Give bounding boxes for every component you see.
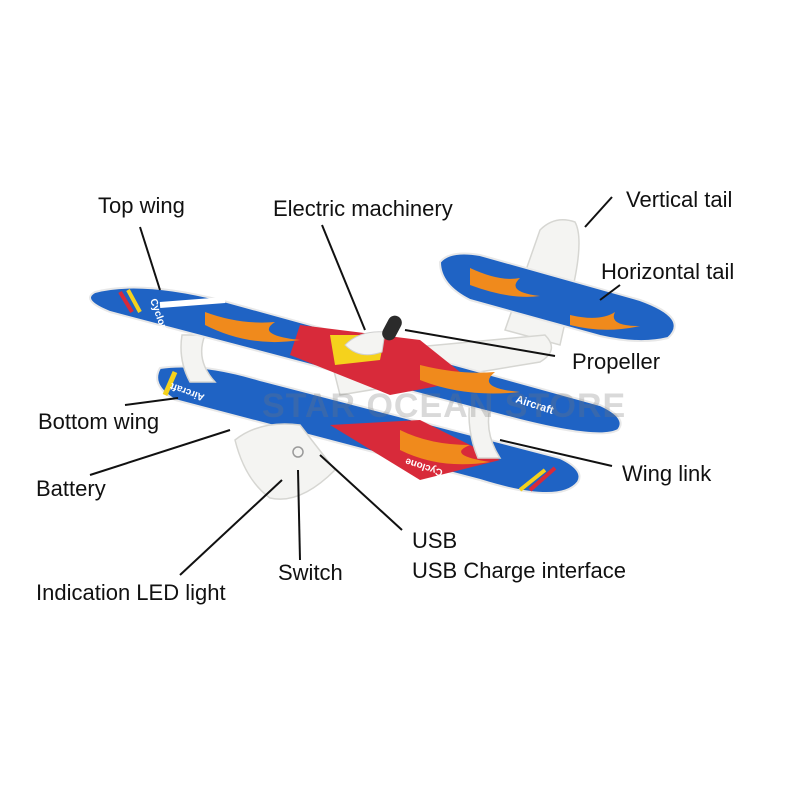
label-usb: USB xyxy=(412,528,458,553)
leader-horizontal-tail xyxy=(599,284,621,301)
horizontal-tail-flame xyxy=(470,268,540,297)
label-wing-link: Wing link xyxy=(622,461,712,486)
label-switch: Switch xyxy=(278,560,343,585)
bottom-wing-stripe-yellow-2 xyxy=(518,468,547,492)
wing-strut-left xyxy=(180,334,217,383)
label-electric-machinery: Electric machinery xyxy=(273,196,453,221)
label-battery: Battery xyxy=(36,476,106,501)
leader-top-wing xyxy=(139,226,161,291)
top-wing-stripe-red xyxy=(118,290,134,314)
label-indication-led-light: Indication LED light xyxy=(36,580,226,605)
label-top-wing: Top wing xyxy=(98,193,185,218)
leader-wing-link xyxy=(499,439,613,467)
motor-housing xyxy=(344,331,386,356)
top-wing-flame-left xyxy=(205,312,300,343)
label-vertical-tail: Vertical tail xyxy=(626,187,733,212)
label-bottom-wing: Bottom wing xyxy=(38,409,160,434)
leader-usb xyxy=(319,454,403,531)
leader-lines xyxy=(89,196,621,576)
leader-switch xyxy=(297,469,301,561)
horizontal-tail-flame-2 xyxy=(570,312,640,330)
label-usb-charge-interface: USB Charge interface xyxy=(412,558,626,583)
leader-battery xyxy=(89,429,231,476)
bottom-wing-stripe-yellow xyxy=(162,371,178,396)
top-wing-connector xyxy=(159,297,226,308)
bottom-wing-flame xyxy=(400,430,490,465)
leader-electric-machinery xyxy=(321,224,366,331)
watermark: STAR OCEAN STORE xyxy=(262,387,627,425)
label-horizontal-tail: Horizontal tail xyxy=(601,259,735,284)
bottom-wing-stripe-red xyxy=(528,466,557,492)
top-wing-flame-right xyxy=(420,365,520,394)
leader-led xyxy=(179,479,283,576)
switch-icon xyxy=(292,446,304,458)
leader-propeller xyxy=(404,329,556,357)
propeller-blade xyxy=(382,315,402,341)
leader-bottom-wing xyxy=(124,397,179,406)
nose-block xyxy=(234,423,336,500)
top-wing-stripe-yellow xyxy=(126,289,142,313)
horizontal-tail xyxy=(438,252,676,343)
leader-vertical-tail xyxy=(584,196,613,228)
label-propeller: Propeller xyxy=(572,349,661,374)
